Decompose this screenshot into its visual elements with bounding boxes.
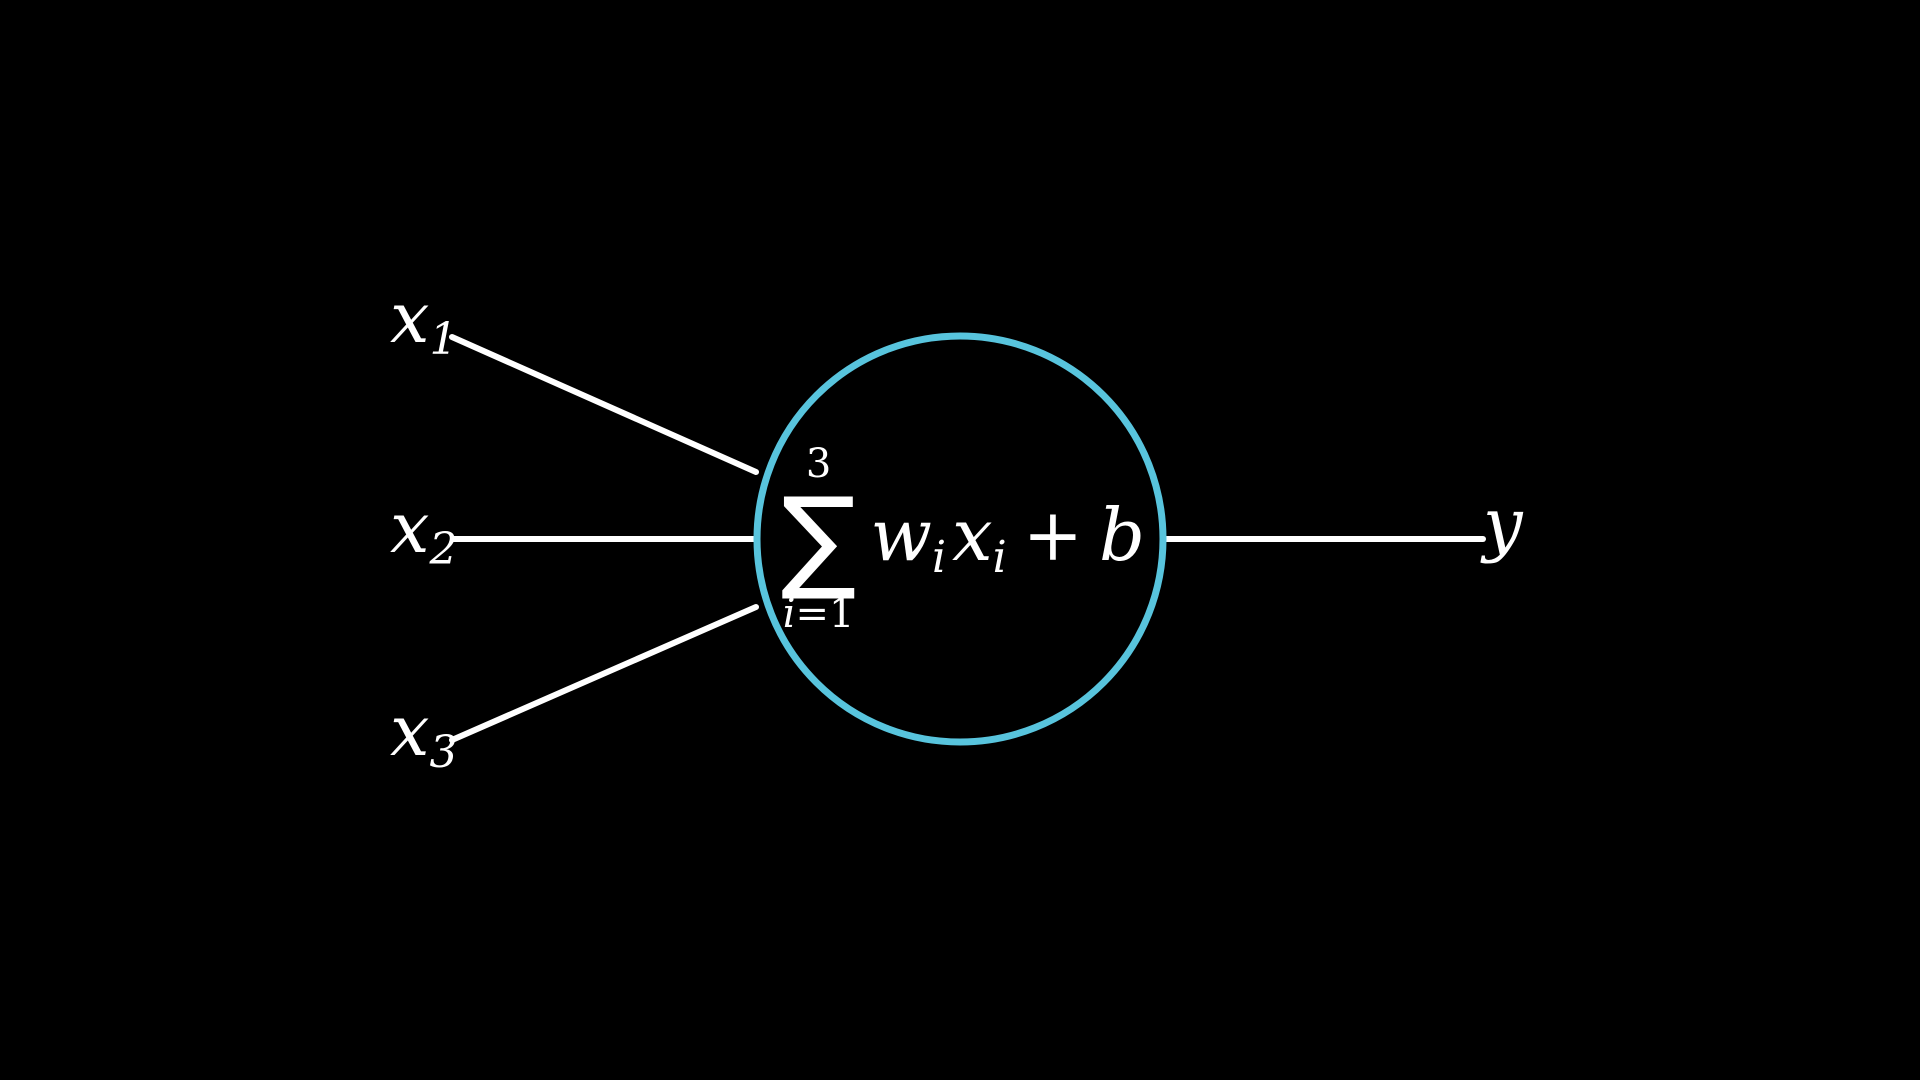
neuron-formula: 3 ∑ i=1 wixi+b xyxy=(781,444,1145,634)
plus-operator: + xyxy=(1022,492,1084,577)
summation-lower-limit: i=1 xyxy=(783,594,855,634)
input-wire-3 xyxy=(449,604,759,743)
input-label-x3: x3 xyxy=(390,696,457,775)
input-wire-1 xyxy=(449,334,759,475)
input-label-base: x xyxy=(390,690,430,772)
summation-block: 3 ∑ i=1 xyxy=(781,444,856,634)
input-label-base: x xyxy=(390,487,430,569)
term-w: w xyxy=(870,492,932,577)
input-label-subscript: 2 xyxy=(429,524,458,575)
input-label-x1: x1 xyxy=(390,283,457,362)
bias-term: b xyxy=(1099,492,1146,577)
summation-lower-rest: =1 xyxy=(795,591,855,638)
neuron-circle xyxy=(753,332,1167,746)
input-label-subscript: 1 xyxy=(429,314,458,365)
term-x: x xyxy=(952,492,993,577)
output-label-y: y xyxy=(1483,489,1523,559)
input-label-base: x xyxy=(390,277,430,359)
summation-index-var: i xyxy=(782,591,796,638)
term-w-subscript: i xyxy=(931,531,947,583)
input-label-x2: x2 xyxy=(390,493,457,572)
input-label-subscript: 3 xyxy=(429,727,458,778)
output-label-base: y xyxy=(1483,483,1523,565)
sigma-icon: ∑ xyxy=(780,473,857,604)
weighted-sum-expression: wixi+b xyxy=(870,499,1145,580)
summation-upper-limit: 3 xyxy=(805,440,832,487)
term-x-subscript: i xyxy=(992,531,1007,583)
